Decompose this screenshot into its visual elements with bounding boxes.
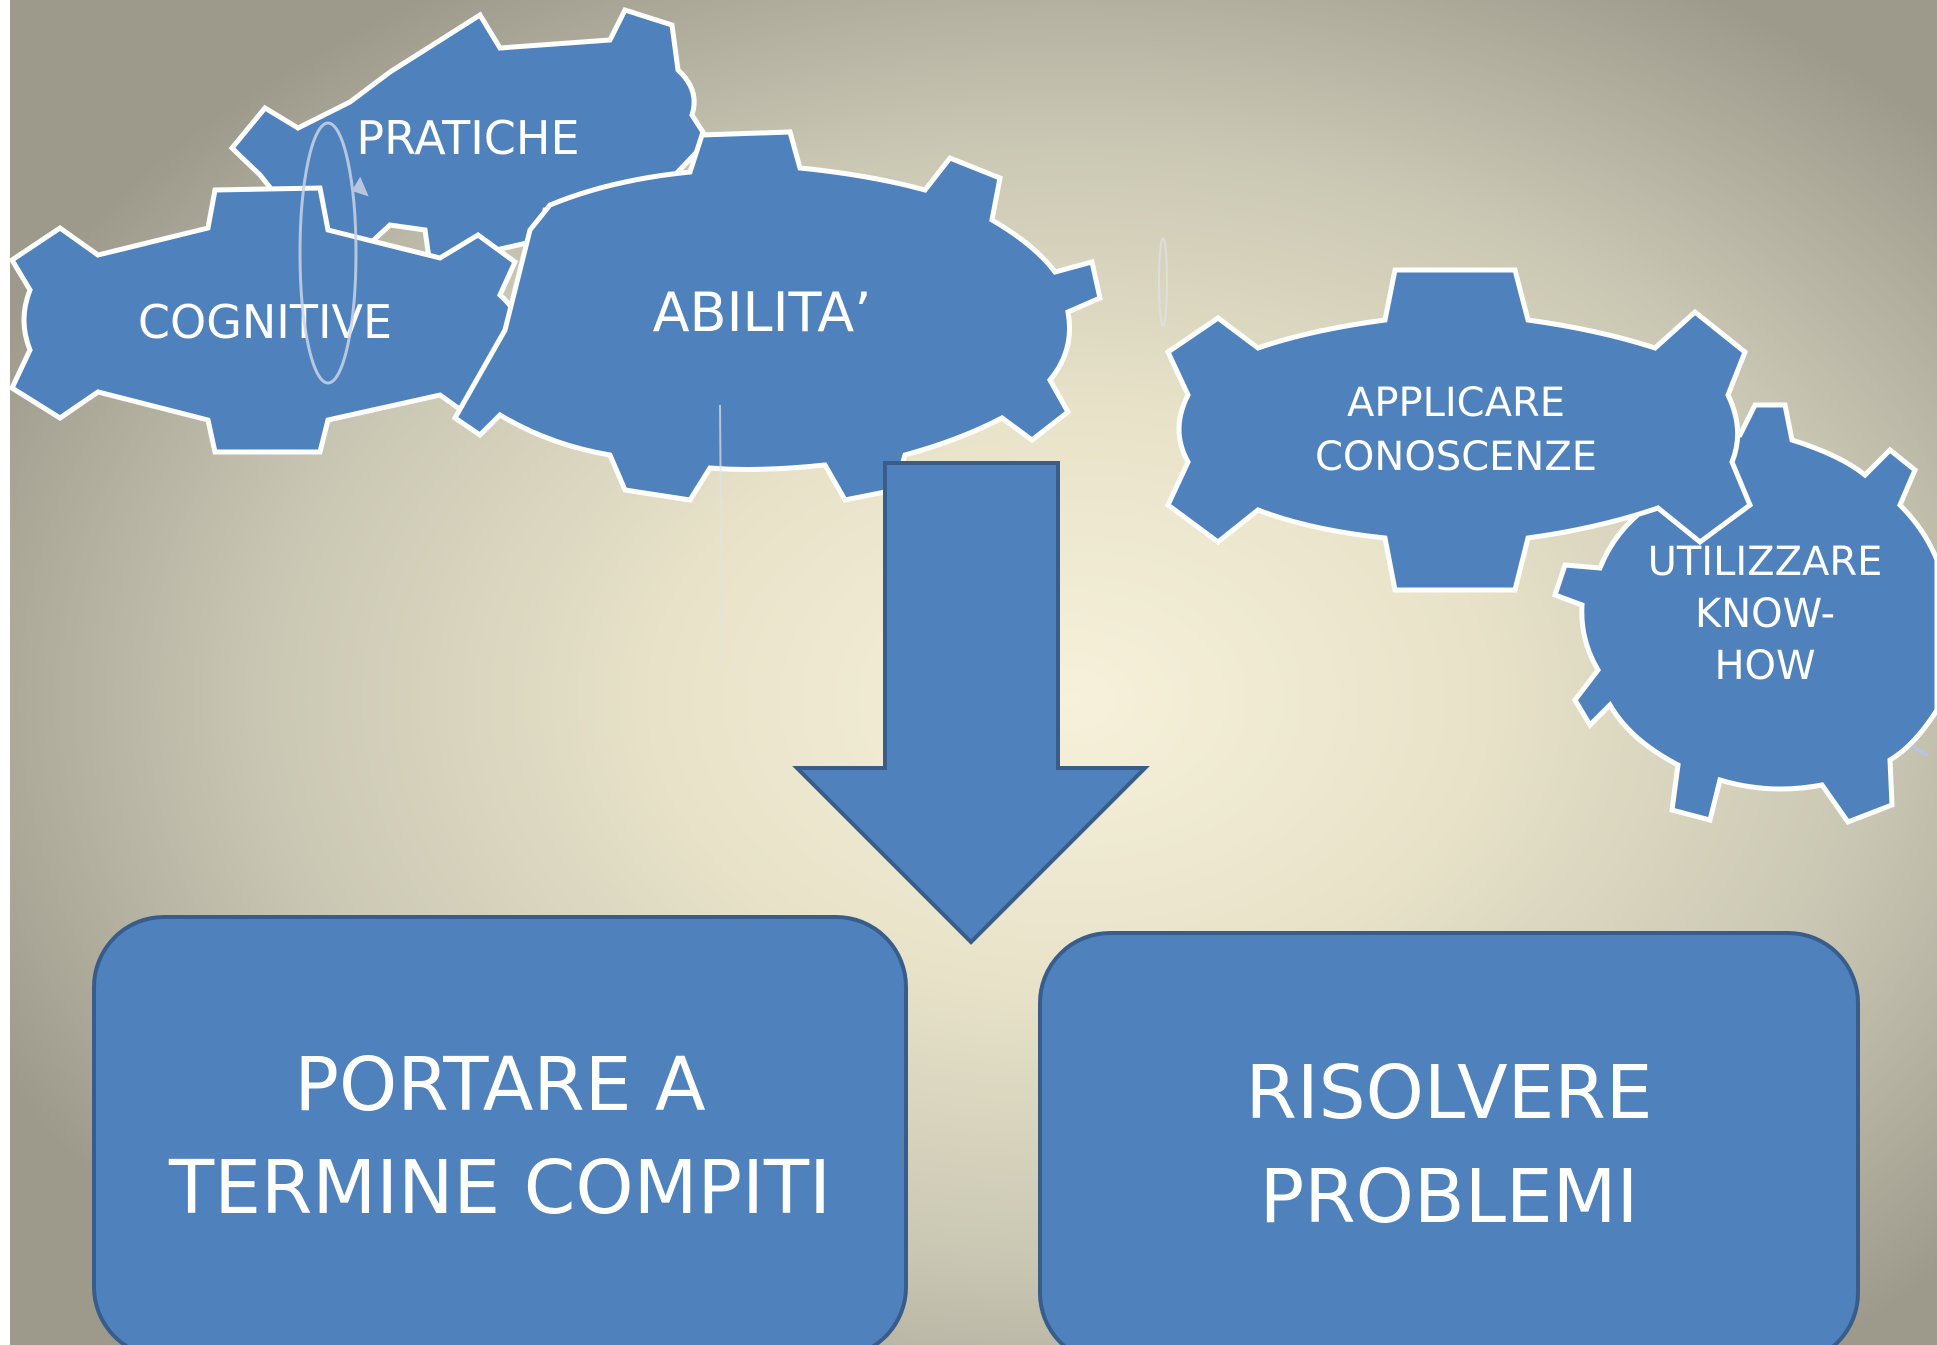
box-portare-line-1: PORTARE A xyxy=(294,1042,706,1128)
gear-abilita: ABILITA’ xyxy=(451,129,1103,503)
box-risolvere-line-1: RISOLVERE xyxy=(1245,1050,1652,1136)
gear-pratiche-label: PRATICHE xyxy=(356,111,579,165)
diagram-canvas: PRATICHE COGNITIVE ABILITA’ UTILIZZARE K… xyxy=(10,6,1937,1345)
gear-applicare-label-2: CONOSCENZE xyxy=(1315,434,1597,480)
gear-cognitive: COGNITIVE xyxy=(10,185,533,455)
gear-utilizzare-label-2: KNOW- xyxy=(1695,591,1835,637)
box-risolvere-line-2: PROBLEMI xyxy=(1260,1154,1639,1240)
box-portare-line-2: TERMINE COMPITI xyxy=(168,1145,831,1231)
gear-utilizzare-label-3: HOW xyxy=(1714,643,1815,689)
slide-background: PRATICHE COGNITIVE ABILITA’ UTILIZZARE K… xyxy=(10,0,1937,1345)
circular-arrow-left-icon xyxy=(298,121,369,385)
box-portare-compiti: PORTARE A TERMINE COMPITI xyxy=(92,915,908,1345)
gear-abilita-label: ABILITA’ xyxy=(653,281,872,344)
down-arrow-icon xyxy=(792,461,1150,945)
box-risolvere-problemi: RISOLVERE PROBLEMI xyxy=(1038,931,1860,1345)
gear-utilizzare-label-1: UTILIZZARE xyxy=(1648,539,1883,585)
circular-arrow-center-icon xyxy=(719,237,1168,661)
gear-applicare: APPLICARE CONOSCENZE xyxy=(1164,267,1754,593)
gear-applicare-label-1: APPLICARE xyxy=(1347,380,1565,426)
